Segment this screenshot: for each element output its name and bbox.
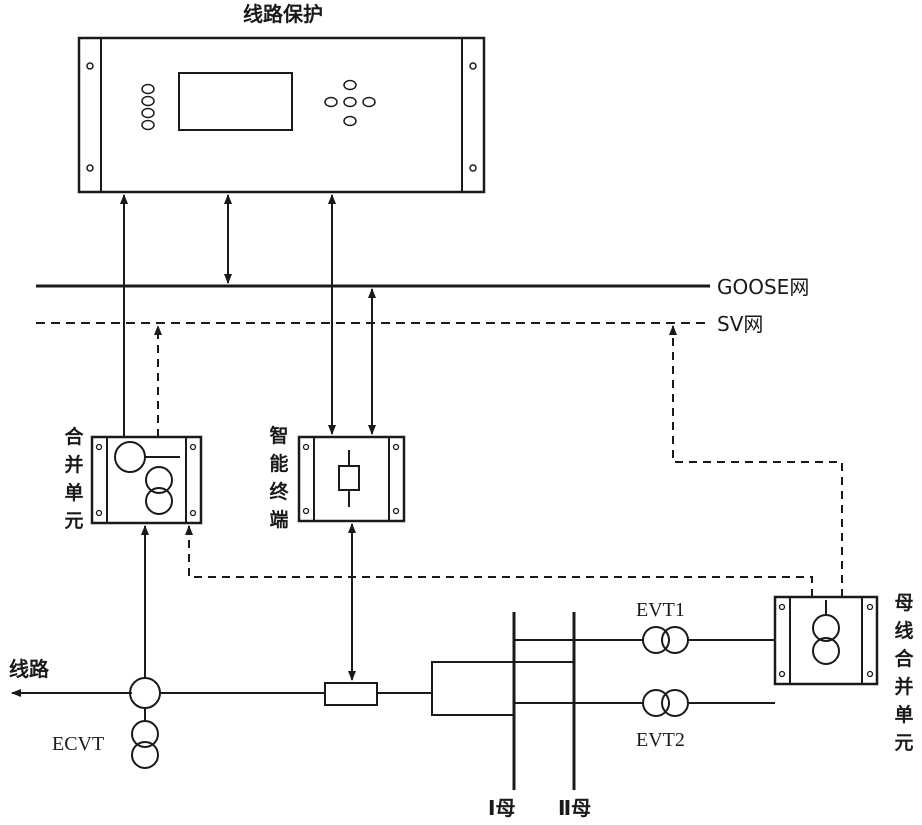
bus-2-label: Ⅱ母	[558, 796, 591, 820]
ecvt-label: ECVT	[52, 733, 104, 755]
merging-unit-label-char: 元	[64, 510, 83, 532]
smart-terminal-label-char: 能	[269, 452, 288, 475]
device-keypad	[324, 79, 376, 127]
bus-merging-unit-label: 母 线 合 并 单 元	[894, 592, 914, 754]
bus-mu-to-sv-link	[669, 325, 843, 597]
smart-terminal-device	[297, 435, 406, 523]
line-protection-label: 线路保护	[243, 2, 323, 26]
evt2-label: EVT2	[636, 729, 685, 751]
ecvt-voltage-transformer	[131, 708, 159, 769]
bus-mu-label-char: 单	[894, 703, 913, 726]
bus-mu-label-char: 并	[894, 675, 913, 698]
bus-disconnector	[431, 661, 514, 716]
device-display-screen	[178, 72, 293, 131]
evt1-label: EVT1	[636, 599, 685, 621]
goose-network-label: GOOSE网	[717, 275, 809, 299]
merging-unit-label-char: 单	[64, 481, 83, 504]
line-label: 线路	[9, 657, 50, 681]
merging-unit-label: 合 并 单 元	[64, 425, 84, 532]
evt1-transformer	[642, 626, 689, 654]
sv-network-label: SV网	[717, 312, 763, 336]
merging-unit-label-char: 合	[64, 425, 84, 448]
device-indicator-leds	[141, 83, 155, 131]
circuit-breaker	[324, 682, 378, 706]
bus-mu-label-char: 元	[894, 732, 913, 754]
evt2-transformer	[642, 689, 689, 717]
bus-merging-unit-device	[773, 595, 879, 686]
bus-1-label: Ⅰ母	[488, 796, 515, 820]
line-protection-device	[77, 36, 486, 194]
ecvt-current-sensor	[129, 677, 161, 709]
merging-unit-device	[90, 435, 203, 525]
bus-mu-label-char: 母	[894, 592, 913, 614]
bus-mu-to-mu-link	[185, 525, 813, 597]
bus-mu-label-char: 线	[894, 619, 913, 642]
bus-mu-label-char: 合	[894, 647, 914, 670]
smart-terminal-label-char: 智	[269, 424, 288, 447]
smart-terminal-label: 智 能 终 端	[269, 424, 289, 531]
smart-terminal-label-char: 端	[269, 508, 288, 531]
merging-unit-label-char: 并	[64, 453, 83, 476]
smart-terminal-label-char: 终	[269, 480, 289, 503]
